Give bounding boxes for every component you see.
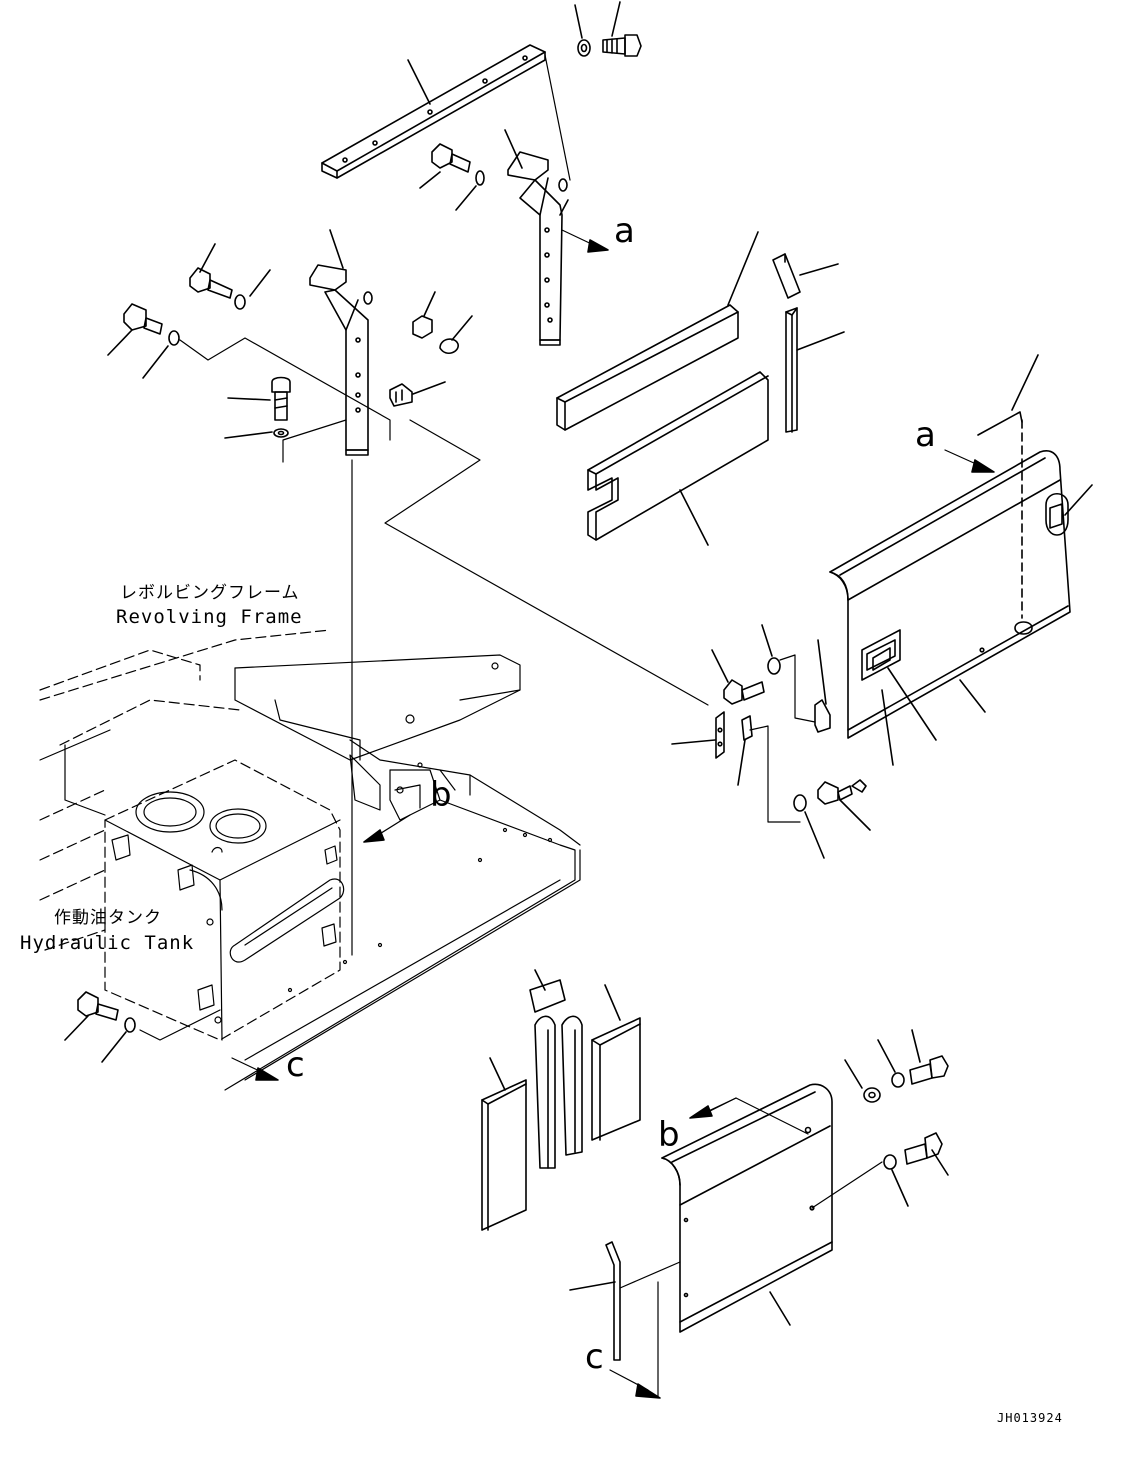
reference-mark-b: b (430, 775, 452, 815)
bolt-vertical (224, 376, 291, 439)
reference-mark-a: a (614, 211, 635, 251)
reference-mark-c: c (286, 1045, 305, 1085)
hydraulic-tank (104, 759, 345, 1041)
door-upper-right (829, 354, 1093, 766)
pad-left (481, 1057, 527, 1231)
reference-mark-c: c (585, 1337, 604, 1377)
drawing-code: JH013924 (997, 1411, 1063, 1425)
arrowhead-a (587, 239, 609, 253)
pad-right (591, 984, 641, 1141)
bolt-washer-set-1 (419, 143, 485, 211)
bracket-upper-right (504, 129, 569, 346)
revolving-frame-label-jp: レボルビングフレーム (120, 583, 300, 603)
clip-small (389, 381, 446, 407)
bolt-washer-set-tank (64, 991, 221, 1063)
arrowhead-c2 (635, 1383, 661, 1399)
revolving-frame-label-en: Revolving Frame (116, 606, 303, 628)
seal-strip-vertical-long (785, 307, 845, 433)
leader-line (544, 54, 571, 181)
lower-door-bolts (811, 1029, 949, 1209)
seal-strip-lower (569, 1241, 681, 1399)
seal-strip-vertical-short (772, 253, 839, 299)
bracket-post-left (309, 229, 373, 456)
bolt-washer-set-2 (189, 243, 271, 310)
seal-strip-long (556, 231, 759, 431)
leader-line (282, 419, 347, 463)
hinge-set (671, 624, 871, 859)
nut-and-cap (412, 291, 473, 355)
leader-line (384, 419, 709, 706)
revolving-frame (39, 629, 581, 1091)
bolt-washer-set-3 (107, 303, 180, 379)
arrowhead-b (363, 829, 385, 843)
arrowhead-c (255, 1067, 279, 1081)
hydraulic-tank-label-jp: 作動油タンク (54, 908, 162, 928)
arrowhead-a2 (971, 459, 995, 473)
reference-mark-a: a (915, 415, 936, 455)
leader-line (179, 337, 391, 441)
top-bolt-washer (574, 1, 642, 57)
top-rail (321, 44, 546, 179)
insulation-pad (587, 371, 769, 546)
door-lower (661, 1083, 833, 1333)
arrowhead-b2 (689, 1105, 713, 1119)
pad-tall-center (529, 969, 583, 1169)
reference-mark-b: b (658, 1115, 680, 1155)
hydraulic-tank-label-en: Hydraulic Tank (20, 932, 195, 954)
